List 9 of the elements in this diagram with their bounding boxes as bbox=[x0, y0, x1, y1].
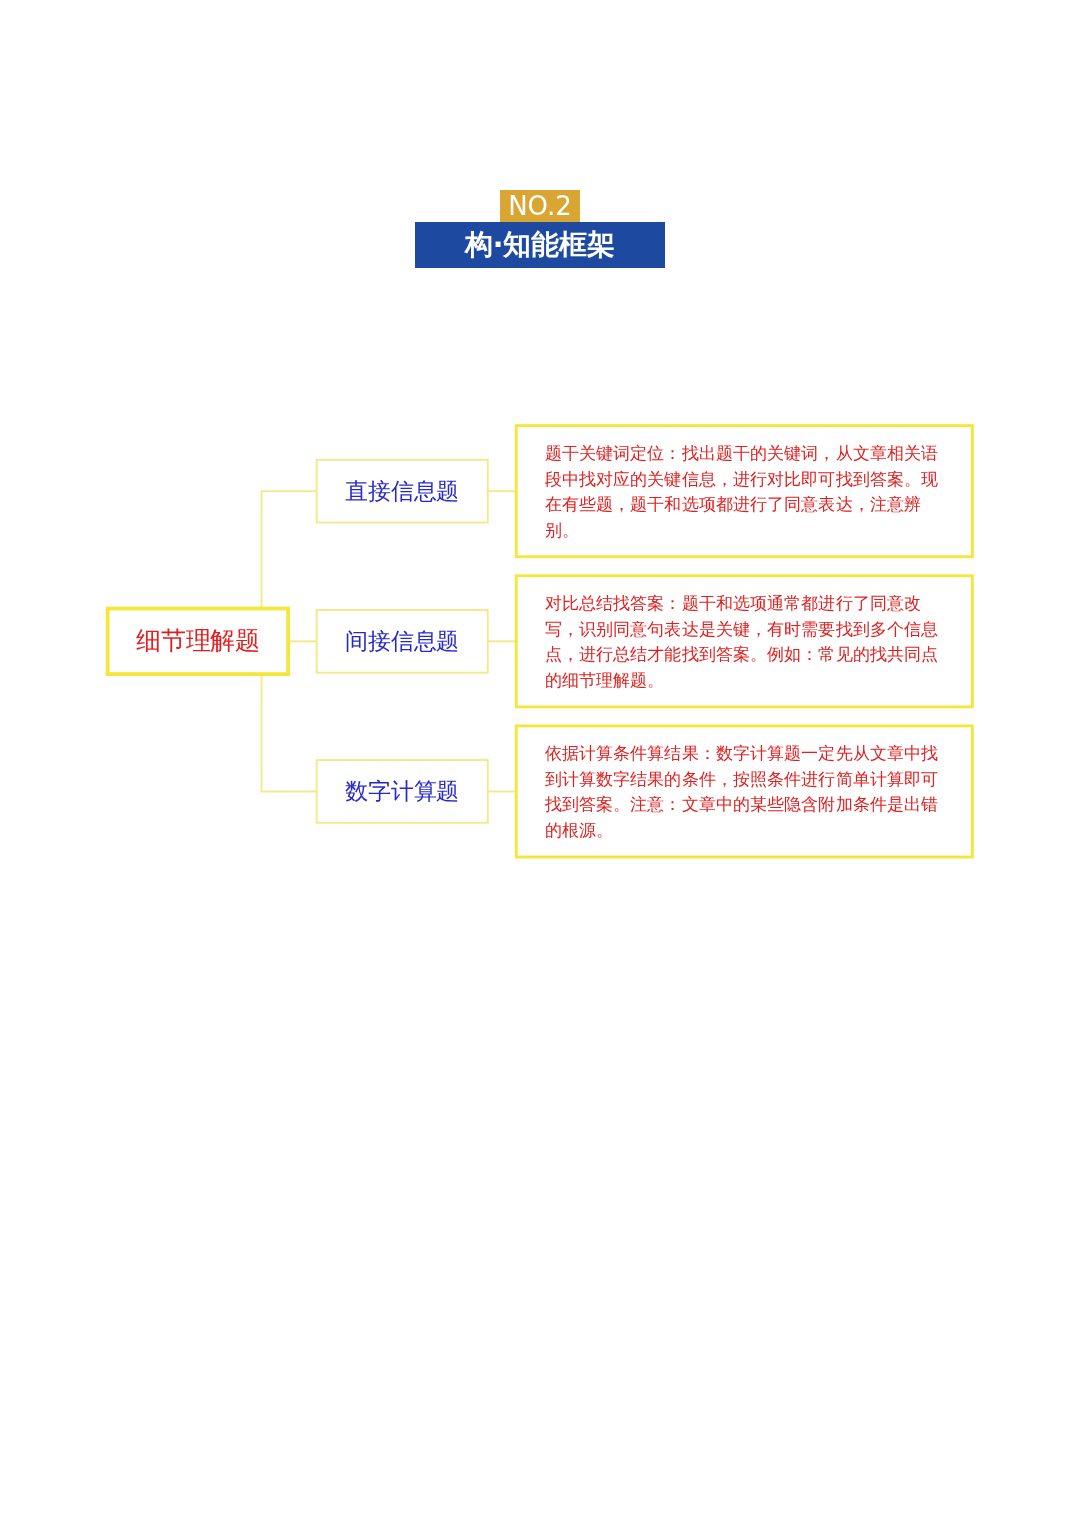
title-banner: 构·知能框架 bbox=[414, 222, 666, 268]
node-box: 细节理解题 bbox=[105, 606, 291, 676]
node-box: 直接信息题 bbox=[315, 458, 489, 524]
badge-label: NO.2 bbox=[500, 190, 580, 222]
node-box: 间接信息题 bbox=[315, 609, 489, 674]
node-box: 依据计算条件算结果：数字计算题一定先从文章中找到计算数字结果的条件，按照条件进行简单计算即可找到答案。注意：文章中的某些隐含附加条件是出错的根源。 bbox=[514, 724, 974, 859]
node-box: 数字计算题 bbox=[315, 759, 489, 824]
node-box: 对比总结找答案：题干和选项通常都进行了同意改写，识别同意句表达是关键，有时需要找到多个信息点，进行总结才能找到答案。例如：常见的找共同点的细节理解题。 bbox=[514, 574, 974, 709]
node-box: 题干关键词定位：找出题干的关键词，从文章相关语段中找对应的关键信息，进行对比即可找到答案。现在有些题，题干和选项都进行了同意表达，注意辨别。 bbox=[514, 424, 974, 559]
